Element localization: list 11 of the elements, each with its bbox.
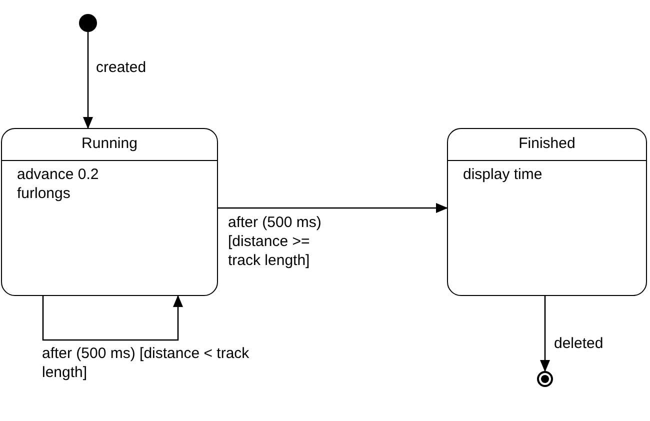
transition-arrow <box>83 32 93 129</box>
final-state-symbol <box>537 371 553 387</box>
state-name: Running <box>82 134 138 154</box>
state-box <box>1 128 218 296</box>
transition-arrow <box>42 295 183 341</box>
transition-arrow <box>540 296 550 372</box>
state-name: Finished <box>518 134 576 154</box>
state-activity: display time <box>463 165 544 184</box>
state-activity: advance 0.2 furlongs <box>17 165 100 203</box>
transition-arrow <box>218 203 448 213</box>
state-box <box>447 128 647 296</box>
